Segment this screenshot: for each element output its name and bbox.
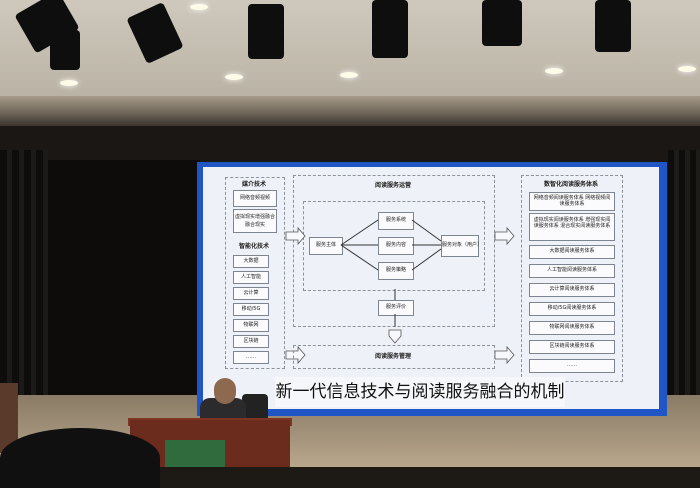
smart-item: 大数据 xyxy=(233,255,269,268)
operation-title: 阅读服务运营 xyxy=(374,182,411,189)
left-curtain xyxy=(0,150,48,410)
management-panel xyxy=(293,345,495,369)
service-system-column xyxy=(521,175,623,382)
media-tech-title: 媒介技术 xyxy=(241,181,266,188)
slide: 媒介技术 网络音频视频 虚拟现实增强融合 融合现实 智能化技术 大数据 人工智能… xyxy=(203,167,659,409)
downlight xyxy=(190,4,208,10)
system-item: 人工智能阅读服务体系 xyxy=(529,264,615,278)
service-subject-box: 服务主体 xyxy=(309,237,343,255)
stage-spotlight xyxy=(595,0,631,52)
ceiling-beam xyxy=(0,96,700,126)
service-object-box: 服务对象（用户） xyxy=(441,235,482,257)
downlight xyxy=(60,80,78,86)
slide-caption: 新一代信息技术与阅读服务融合的机制 xyxy=(275,377,565,407)
downlight xyxy=(545,68,563,74)
service-flow xyxy=(303,201,485,291)
smart-item: 云计算 xyxy=(233,287,269,300)
service-content-box: 服务内容 xyxy=(378,237,414,255)
stage-spotlight xyxy=(50,30,80,70)
system-item: 物联网阅读服务体系 xyxy=(529,321,615,335)
stage-spotlight xyxy=(482,0,522,46)
service-evaluation-box: 服务评价 xyxy=(378,300,414,316)
system-item: 区块链阅读服务体系 xyxy=(529,340,615,354)
ceiling xyxy=(0,0,700,100)
media-item: 虚拟现实增强融合 融合现实 xyxy=(233,209,277,233)
speaker-head xyxy=(214,378,236,404)
media-item: 网络音频视频 xyxy=(233,190,277,207)
downlight xyxy=(225,74,243,80)
management-title: 阅读服务管理 xyxy=(374,353,411,360)
audience-head xyxy=(0,428,160,488)
system-item: 大数据阅读服务体系 xyxy=(529,245,615,259)
smart-tech-title: 智能化技术 xyxy=(238,243,269,250)
system-column-title: 数智化阅读服务体系 xyxy=(543,181,598,188)
desk-emblem xyxy=(165,440,225,467)
operation-panel xyxy=(293,175,495,327)
service-strategy-box: 服务策略 xyxy=(378,262,414,280)
system-item: …… xyxy=(529,359,615,373)
stage-backdrop xyxy=(40,160,200,400)
side-podium xyxy=(0,383,18,453)
stage-spotlight xyxy=(248,4,284,59)
system-item: 云计算阅读服务体系 xyxy=(529,283,615,297)
downlight xyxy=(340,72,358,78)
smart-item: 人工智能 xyxy=(233,271,269,284)
tech-column xyxy=(225,177,285,369)
system-item: 移动/5G阅读服务体系 xyxy=(529,302,615,316)
smart-item: …… xyxy=(233,351,269,364)
system-item: 虚拟现实阅读服务体系 增强现实阅读服务体系 混合现实阅读服务体系 xyxy=(529,213,615,241)
flow-arrows xyxy=(285,219,515,365)
downlight xyxy=(678,66,696,72)
smart-item: 移动/5G xyxy=(233,303,269,316)
smart-item: 物联网 xyxy=(233,319,269,332)
right-curtain xyxy=(668,150,700,410)
system-item: 网络音频阅读服务体系 网络视频阅读服务体系 xyxy=(529,192,615,211)
smart-item: 区块链 xyxy=(233,335,269,348)
stage-spotlight xyxy=(372,0,408,58)
